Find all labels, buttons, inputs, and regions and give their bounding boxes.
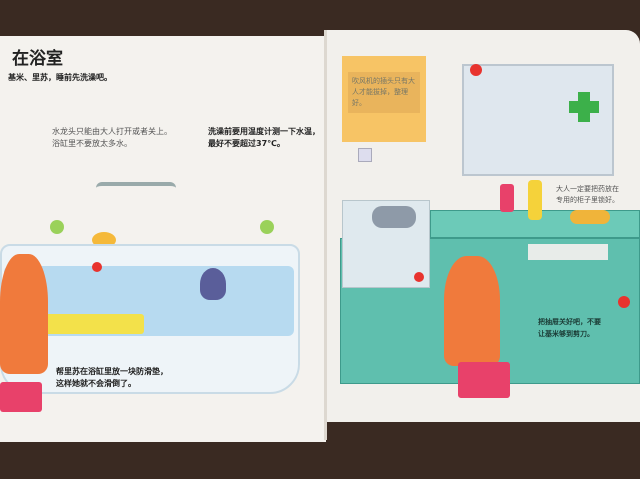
tip-hairdryer: 吹风机的插头只有大人才能拔掉，整理好。 <box>348 72 420 113</box>
tip-line: 洗澡前要用温度计测一下水温， <box>208 127 320 136</box>
tip-faucet: 水龙头只能由大人打开或者关上。 浴缸里不要放太多水。 <box>52 126 172 150</box>
sticky-note: 吹风机的插头只有大人才能拔掉，整理好。 <box>342 56 426 142</box>
red-dot-drawer[interactable] <box>618 296 630 308</box>
page-title: 在浴室 <box>12 49 63 69</box>
hair-dryer <box>372 206 416 228</box>
fox-character-right <box>444 256 500 366</box>
green-dot-left[interactable] <box>50 220 64 234</box>
tip-drawer: 把抽屉关好吧，不要 让基米够到剪刀。 <box>538 316 601 340</box>
tip-line: 水龙头只能由大人打开或者关上。 <box>52 127 172 136</box>
thermometer-fish <box>200 268 226 300</box>
anti-slip-mat <box>34 314 144 334</box>
tip-line: 帮里苏在浴缸里放一块防滑垫， <box>56 367 168 376</box>
tip-line: 浴缸里不要放太多水。 <box>52 139 132 148</box>
shower-faucet <box>96 182 176 222</box>
yellow-bottle <box>528 180 542 220</box>
tip-line: 最好不要超过37℃。 <box>208 139 285 148</box>
green-dot-right[interactable] <box>260 220 274 234</box>
tip-line: 专用的柜子里锁好。 <box>556 196 619 204</box>
lotion-bottle <box>500 184 514 212</box>
page-subtitle: 基米、里苏，睡前先洗澡吧。 <box>8 73 112 82</box>
green-cross-icon-bar <box>569 101 599 113</box>
book-spine <box>324 30 327 440</box>
fox-character-left <box>0 254 48 374</box>
hairbrush <box>570 210 610 224</box>
tip-medicine: 大人一定要把药放在 专用的柜子里锁好。 <box>556 184 619 206</box>
medicine-cabinet[interactable] <box>462 64 614 176</box>
drawer-scissors[interactable] <box>528 244 608 260</box>
tip-line: 大人一定要把药放在 <box>556 185 619 193</box>
red-dot-cabinet[interactable] <box>470 64 482 76</box>
tip-line: 这样她就不会滑倒了。 <box>56 379 136 388</box>
tip-mat: 帮里苏在浴缸里放一块防滑垫， 这样她就不会滑倒了。 <box>56 366 168 390</box>
tip-line: 让基米够到剪刀。 <box>538 330 594 338</box>
red-dot-dryer[interactable] <box>414 272 424 282</box>
stool-left <box>0 382 42 412</box>
power-outlet <box>358 148 372 162</box>
tip-thermometer: 洗澡前要用温度计测一下水温， 最好不要超过37℃。 <box>208 126 320 150</box>
red-dot-tub[interactable] <box>92 262 102 272</box>
stool-right <box>458 362 510 398</box>
tip-line: 把抽屉关好吧，不要 <box>538 318 601 326</box>
